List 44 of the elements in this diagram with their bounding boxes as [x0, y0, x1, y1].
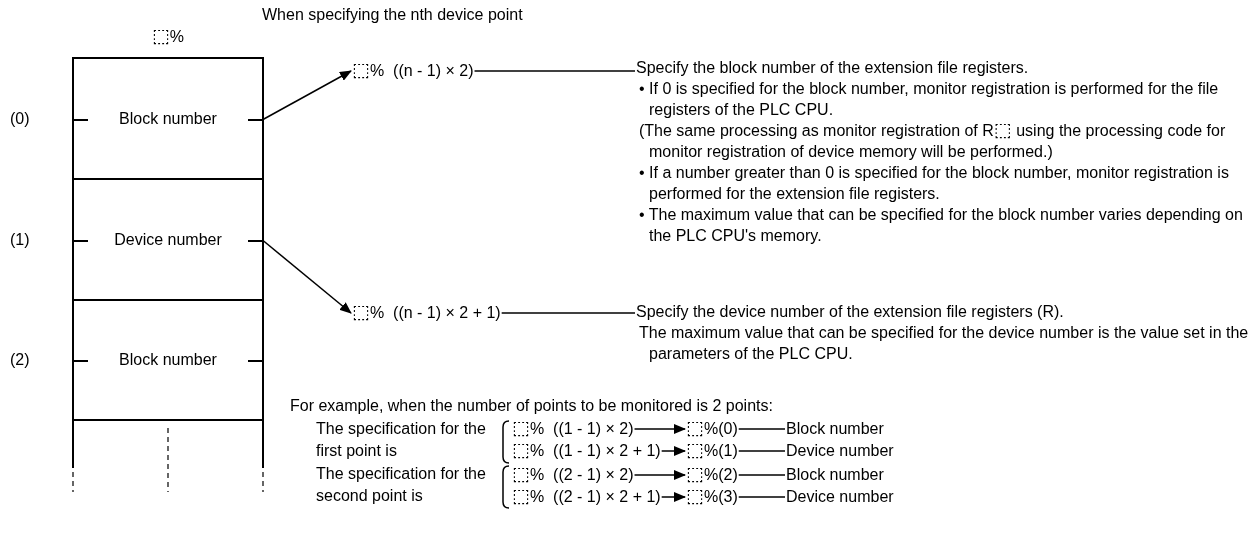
arrow — [262, 239, 352, 314]
result-text: ⬚%(1) — [686, 441, 738, 461]
leader-line — [473, 70, 636, 72]
description-text: • If a number greater than 0 is specified for the block number, monitor registration is performed for the extension file registers. — [638, 163, 1230, 204]
index-label: (2) — [10, 350, 30, 370]
note-text: Device number — [786, 487, 894, 507]
leader-line — [738, 474, 786, 476]
text-label: When specifying the nth device point — [262, 5, 524, 25]
cell-label: Block number — [119, 108, 217, 129]
description-text: (The same processing as monitor registration of R⬚ using the processing code for monitor registration of device memory will be performed.) — [638, 120, 1227, 162]
description-text: • If 0 is specified for the block number, monitor registration is performed for the file registers of the PLC CPU. — [638, 79, 1220, 120]
leader-line — [738, 496, 786, 498]
arrow — [262, 70, 352, 121]
description-text: • The maximum value that can be specified for the block number varies depending on the PLC CPU's memory. — [638, 205, 1244, 246]
result-text: ⬚%(3) — [686, 487, 738, 507]
arrow — [660, 446, 686, 456]
formula-text: ⬚% ((2 - 1) × 2) — [512, 465, 634, 485]
formula-text: ⬚% ((1 - 1) × 2) — [512, 419, 634, 439]
index-label: (1) — [10, 229, 30, 250]
arrow — [633, 470, 686, 480]
leader-line — [738, 428, 786, 430]
table-heading: ⬚% — [151, 25, 185, 48]
description-text: Specify the device number of the extension file registers (R). — [636, 302, 1065, 322]
arrow — [633, 424, 686, 434]
cell-label: Block number — [119, 350, 217, 370]
arrow — [660, 492, 686, 502]
formula-text: ⬚% ((n - 1) × 2 + 1) — [352, 303, 501, 323]
formula-text: ⬚% ((1 - 1) × 2 + 1) — [512, 441, 661, 461]
text-label: The specification for the first point is — [316, 419, 487, 461]
formula-text: ⬚% ((n - 1) × 2) — [352, 61, 474, 81]
formula-text: ⬚% ((2 - 1) × 2 + 1) — [512, 487, 661, 507]
index-label: (0) — [10, 108, 30, 129]
result-text: ⬚%(0) — [686, 419, 738, 439]
description-text: The maximum value that can be specified for the device number is the value set in the parameters of the PLC CPU. — [638, 323, 1250, 364]
text-label: The specification for the second point is — [316, 464, 487, 506]
leader-line — [500, 312, 636, 314]
result-text: ⬚%(2) — [686, 465, 738, 485]
note-text: Block number — [786, 465, 884, 485]
description-text: Specify the block number of the extension file registers. — [636, 58, 1030, 78]
note-text: Block number — [786, 419, 884, 439]
note-text: Device number — [786, 441, 894, 461]
text-label: For example, when the number of points to be monitored is 2 points: — [290, 396, 774, 416]
cell-label: Device number — [114, 229, 222, 250]
leader-line — [738, 450, 786, 452]
